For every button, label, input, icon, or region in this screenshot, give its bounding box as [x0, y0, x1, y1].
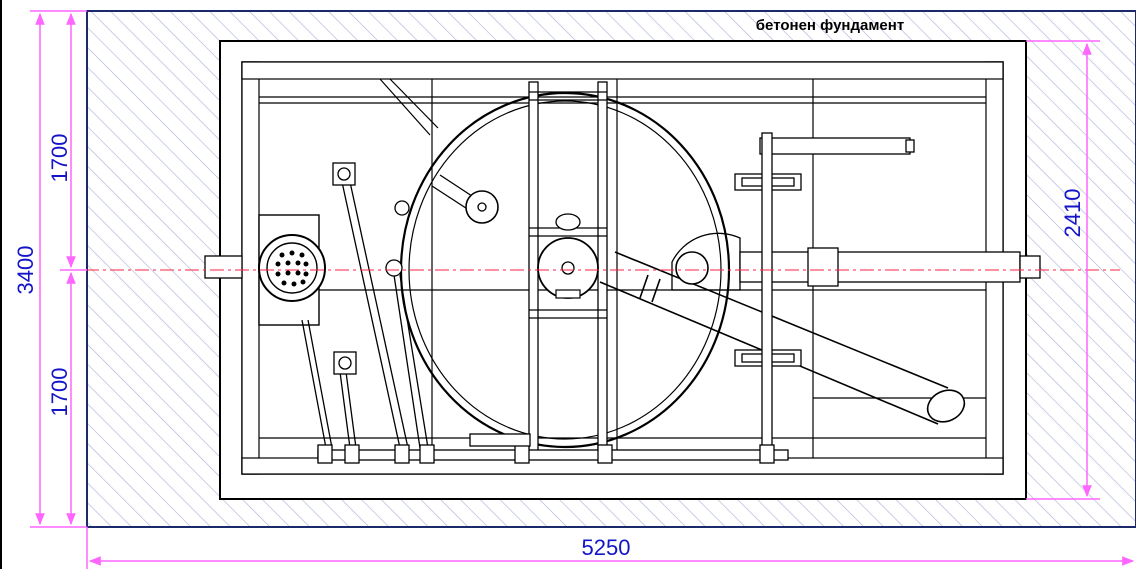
dim-inner-height: 2410 — [1060, 189, 1085, 238]
dim-upper-half: 1700 — [47, 134, 72, 183]
lever-rods — [301, 162, 429, 449]
foundation-label: бетонен фундамент — [756, 17, 904, 34]
agitator-arm — [431, 174, 499, 224]
central-motor — [537, 213, 599, 299]
right-hopper — [204, 232, 1041, 291]
upper-right-pipe — [734, 132, 915, 459]
dim-lower-half: 1700 — [47, 368, 72, 417]
frame-post-left — [241, 61, 260, 475]
frame-rail-top — [241, 61, 1004, 80]
dim-total-width: 5250 — [582, 535, 631, 560]
dimension-lines — [30, 10, 1135, 569]
bottom-manifold — [317, 433, 789, 464]
dim-total-height: 3400 — [13, 246, 38, 295]
